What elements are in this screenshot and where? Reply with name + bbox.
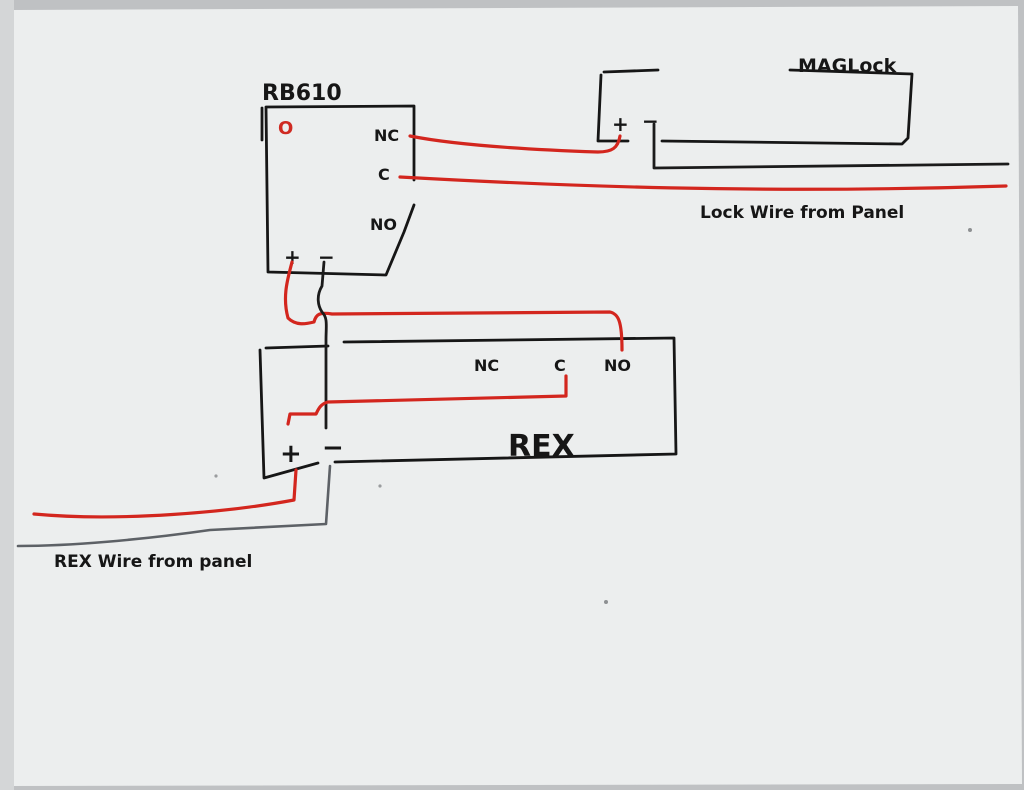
lock-wire-label: Lock Wire from Panel xyxy=(700,203,904,223)
rex-label: REX xyxy=(508,429,575,464)
board-speck xyxy=(214,474,218,478)
rb610-relay: RB610 O NC C NO + − xyxy=(260,81,416,277)
rb610-terminal-o: O xyxy=(278,118,293,139)
wire-relay-c-to-panel xyxy=(398,175,1008,191)
board-speck xyxy=(604,600,608,604)
wire-rex-c-to-rex-plus xyxy=(286,374,568,426)
wire-relay-plus-to-rex-no xyxy=(283,260,624,352)
wire-rex-plus-to-panel xyxy=(32,468,298,519)
rex-minus: − xyxy=(322,433,344,463)
rex-outline xyxy=(258,336,678,480)
rex-terminal-nc: NC xyxy=(474,356,499,375)
rb610-plus: + xyxy=(284,245,301,269)
rex-terminal-c: C xyxy=(554,356,566,375)
rb610-terminal-nc: NC xyxy=(374,126,399,145)
rex-device: REX NC C NO + − xyxy=(258,336,678,480)
board-left-edge xyxy=(0,0,14,790)
rb610-label: RB610 xyxy=(262,81,342,106)
wire-rex-minus-to-panel xyxy=(16,464,332,548)
rb610-terminal-c: C xyxy=(378,165,390,184)
maglock-label: MAGLock xyxy=(798,55,897,77)
rex-wire-label: REX Wire from panel xyxy=(54,552,252,572)
maglock-plus: + xyxy=(612,112,629,136)
rb610-outline xyxy=(264,104,416,277)
wire-relay-nc-to-maglock-plus xyxy=(408,134,622,154)
rex-terminal-no: NO xyxy=(604,356,631,375)
wire-maglock-minus-to-panel xyxy=(652,122,1010,170)
maglock-minus: − xyxy=(642,109,659,133)
wire-relay-minus-to-rex-minus xyxy=(316,260,328,430)
rb610-minus: − xyxy=(318,245,335,269)
rex-plus: + xyxy=(280,439,302,469)
board-speck xyxy=(968,228,972,232)
board-speck xyxy=(378,484,382,488)
rb610-terminal-no: NO xyxy=(370,215,397,234)
